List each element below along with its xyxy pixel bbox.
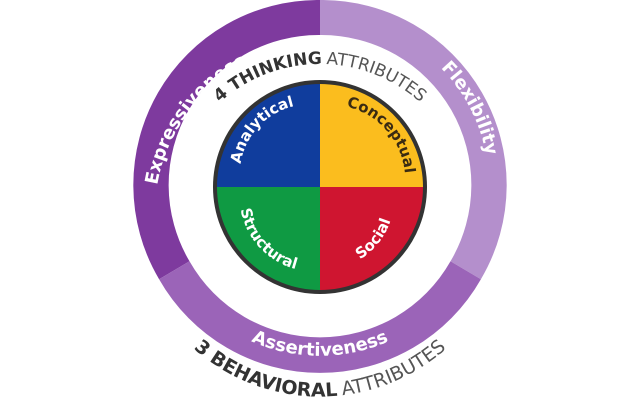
quadrant-structural xyxy=(215,187,320,292)
quadrant-analytical xyxy=(215,82,320,187)
thinking-quadrants xyxy=(213,80,427,294)
quadrant-border xyxy=(213,80,427,294)
ring-segment-assertiveness xyxy=(159,261,481,373)
ring-segment-expressiveness xyxy=(133,0,320,280)
quadrant-social xyxy=(320,187,425,292)
ring-segment-flexibility xyxy=(320,0,507,280)
quadrant-conceptual xyxy=(320,82,425,187)
